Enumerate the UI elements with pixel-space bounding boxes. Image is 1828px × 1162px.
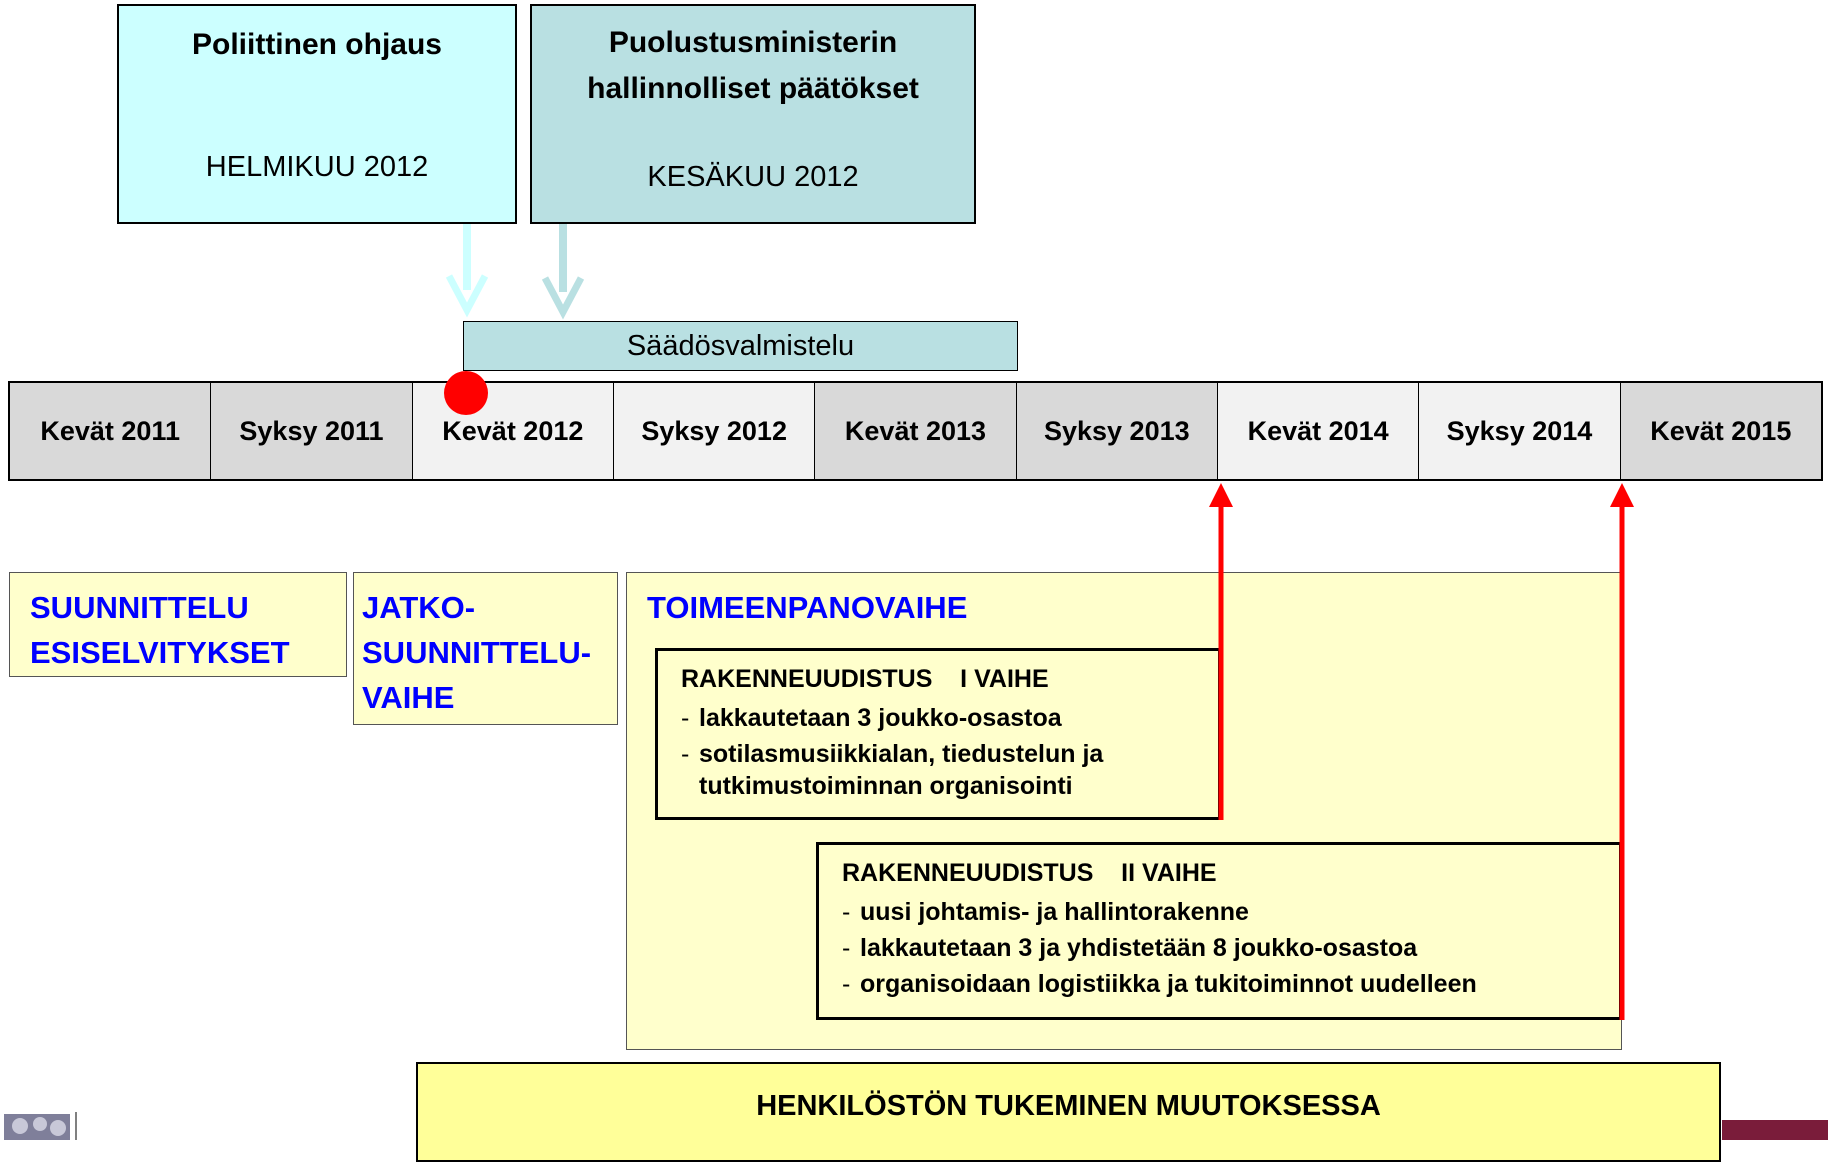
ministry-title-line1: Puolustusministerin	[608, 26, 898, 59]
ministry-decisions-date: KESÄKUU 2012	[647, 161, 859, 193]
phase-planning: SUUNNITTELU ESISELVITYKSET	[9, 572, 347, 677]
timeline-period: Kevät 2015	[1620, 383, 1821, 479]
footer-accent-bar	[1722, 1120, 1828, 1140]
political-down-arrow	[445, 224, 489, 318]
timeline-period: Kevät 2014	[1217, 383, 1420, 479]
timeline-period: Syksy 2014	[1419, 383, 1621, 479]
milestone-dot	[444, 371, 488, 415]
stage-1-title: RAKENNEUUDISTUS I VAIHE	[681, 665, 1049, 693]
phase-continued-planning: JATKO- SUUNNITTELU- VAIHE	[353, 572, 618, 725]
timeline-period: Syksy 2012	[613, 383, 816, 479]
timeline-period: Kevät 2012	[412, 383, 614, 479]
political-guidance-title: Poliittinen ohjaus	[191, 28, 442, 61]
ministry-decisions-box: Puolustusministerin hallinnolliset päätö…	[530, 4, 976, 224]
stage-2-item: -lakkautetaan 3 ja yhdistetään 8 joukko-…	[842, 934, 1418, 962]
ministry-decisions-title: Puolustusministerin hallinnolliset päätö…	[532, 20, 974, 112]
phase-implementation-title: TOIMEENPANOVAIHE	[647, 590, 968, 625]
timeline-period: Syksy 2011	[211, 383, 413, 479]
coat-of-arms-logo	[4, 1112, 77, 1140]
ministry-down-arrow	[541, 224, 585, 320]
stage-2-item: -uusi johtamis- ja hallintorakenne	[842, 898, 1249, 926]
timeline: Kevät 2011 Syksy 2011 Kevät 2012 Syksy 2…	[8, 381, 1823, 481]
political-guidance-box: Poliittinen ohjaus HELMIKUU 2012	[117, 4, 517, 224]
restructuring-stage-2: RAKENNEUUDISTUS II VAIHE -uusi johtamis-…	[816, 842, 1622, 1020]
timeline-period: Kevät 2013	[815, 383, 1017, 479]
stage-1-item: -lakkautetaan 3 joukko-osastoa	[681, 704, 1062, 732]
phase-planning-line2: ESISELVITYKSET	[30, 635, 290, 670]
timeline-period: Kevät 2011	[10, 383, 212, 479]
ministry-title-line2: hallinnolliset päätökset	[587, 72, 919, 105]
phase-continued-line2: SUUNNITTELU-	[362, 635, 592, 670]
political-guidance-date: HELMIKUU 2012	[205, 151, 429, 183]
personnel-support-box: HENKILÖSTÖN TUKEMINEN MUUTOKSESSA	[416, 1062, 1721, 1162]
stage-2-title: RAKENNEUUDISTUS II VAIHE	[842, 859, 1217, 887]
stage-2-item: -organisoidaan logistiikka ja tukitoimin…	[842, 970, 1477, 998]
legislation-preparation-bar: Säädösvalmistelu	[463, 321, 1018, 371]
phase-continued-line3: VAIHE	[362, 680, 455, 715]
phase-planning-line1: SUUNNITTELU	[30, 590, 249, 625]
phase-continued-line1: JATKO-	[362, 590, 476, 625]
timeline-period: Syksy 2013	[1016, 383, 1218, 479]
stage-1-item: -sotilasmusiikkialan, tiedustelun ja tut…	[681, 740, 1104, 800]
restructuring-stage-1: RAKENNEUUDISTUS I VAIHE -lakkautetaan 3 …	[655, 648, 1221, 820]
